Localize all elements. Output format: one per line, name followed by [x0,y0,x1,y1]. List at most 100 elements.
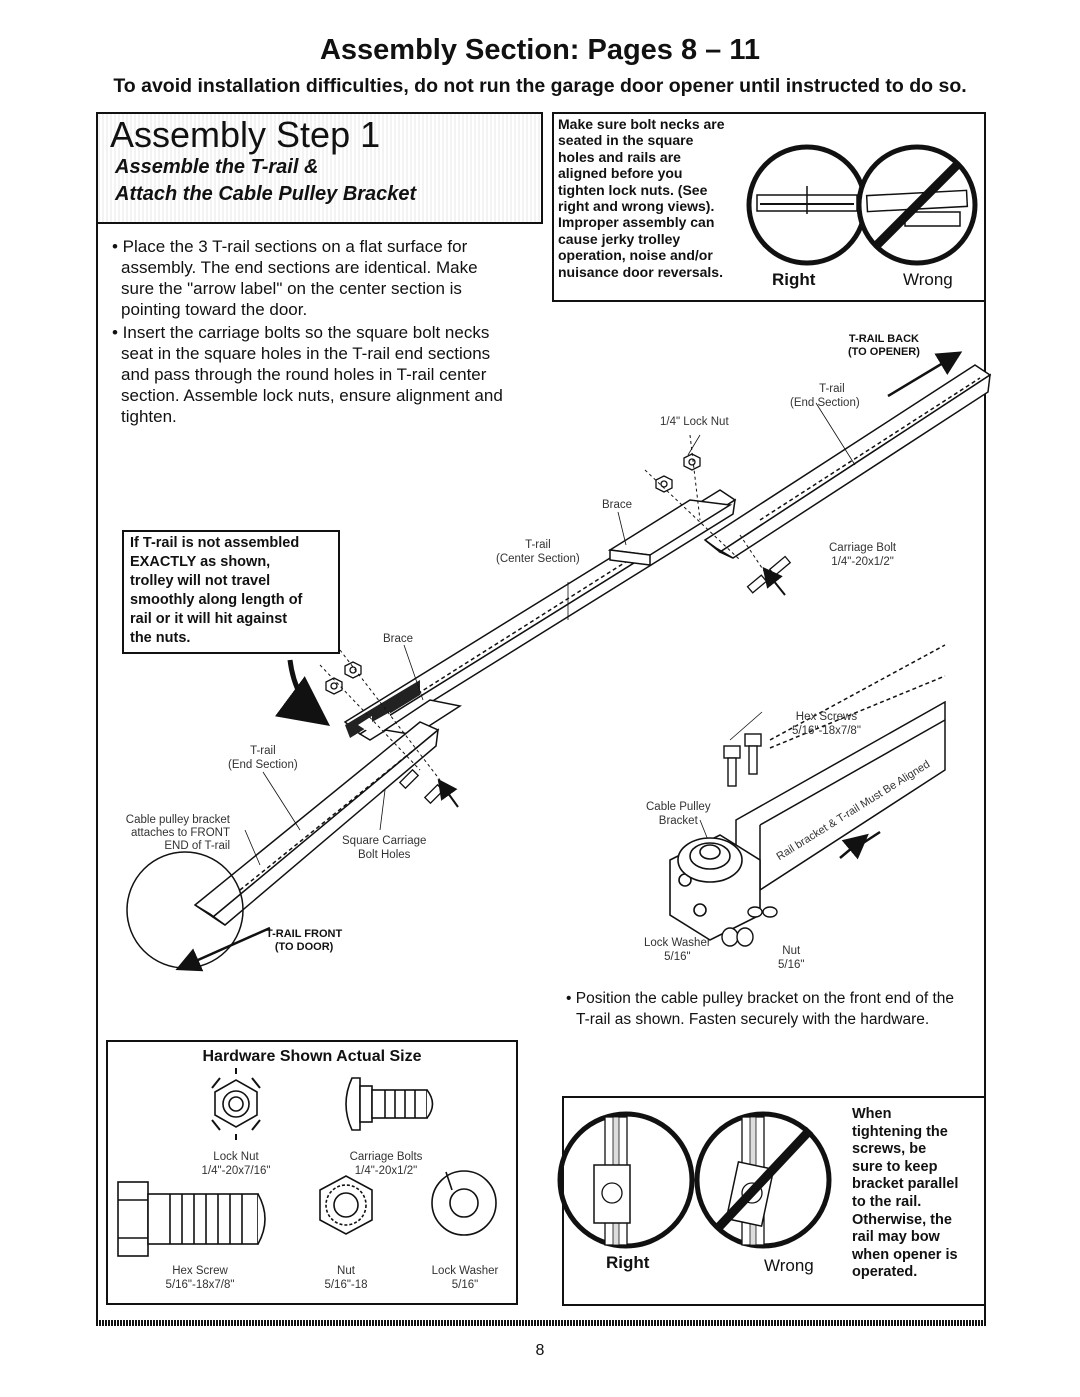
instr-line: sure the "arrow label" on the center sec… [121,279,462,298]
aligned-arrow [839,833,869,860]
label-line: Carriage Bolts [349,1151,423,1163]
label-pointer-arrow [274,659,331,726]
note-line: cause jerky trolley [558,230,681,247]
instr-line: • Insert the carriage bolts so the squar… [112,323,490,342]
label-line: (End Section) [228,759,298,771]
lock-washer-nut-icon [721,906,778,947]
label-line: Lock Washer [644,937,711,949]
rail-front-arrow [175,926,271,972]
bolt-right-label: Right [772,270,816,289]
position-note: • Position the cable pulley bracket on t… [566,988,954,1030]
label-line: T-rail [250,745,276,757]
cable-pulley-label: Cable Pulley Bracket [646,800,711,828]
trail-center-label: T-rail (Center Section) [496,538,580,566]
step-subtitle-line-1: Assemble the T-rail & [115,156,319,178]
position-line: T-rail as shown. Fasten securely with th… [576,1011,930,1028]
note-line: tightening the [852,1123,948,1140]
rail-front-label: T-RAIL FRONT (TO DOOR) [266,928,342,954]
note-line: When [852,1106,892,1122]
brace-top-label: Brace [602,499,633,511]
hardware-box [106,1040,518,1305]
rail-back-label: T-RAIL BACK (TO OPENER) [848,333,920,359]
note-line: sure to keep [852,1158,938,1175]
note-line: seated in the square [558,132,694,149]
lock-nut-label: 1/4" Lock Nut [660,416,729,428]
hardware-lock-nut-icon [211,1068,261,1140]
label-line: Cable pulley bracket [125,814,230,826]
label-line: T-rail [525,539,551,551]
trail-end-left-label: T-rail (End Section) [228,744,298,772]
bracket-note-text: When tightening the screws, be sure to k… [852,1106,958,1282]
instruction-2: • Insert the carriage bolts so the squar… [112,322,542,427]
label-line: Lock Nut [213,1151,259,1163]
label-line: T-RAIL FRONT [266,928,343,940]
label-line: Hex Screws [795,711,858,723]
note-line: nuisance door reversals. [558,263,723,280]
note-line: tighten lock nuts. (See [558,181,708,198]
label-line: T-rail [819,383,845,395]
instr-line: seat in the square holes in the T-rail e… [121,344,491,363]
note-line: screws, be [852,1141,927,1158]
caution-line: smoothly along length of [130,592,303,608]
instr-line: tighten. [121,407,177,426]
note-line: rail may bow [852,1229,940,1246]
instruction-1: • Place the 3 T-rail sections on a flat … [112,236,532,320]
trail-end-top-label: T-rail (End Section) [790,382,860,410]
label-line: Hex Screw [172,1265,228,1277]
label-line: Nut [337,1265,355,1277]
bottom-rule [96,1320,986,1326]
label-line: 5/16" [664,951,691,963]
label-line: Cable Pulley [646,801,711,813]
bracket-right-view-icon [557,1111,695,1249]
label-line: attaches to FRONT [130,827,230,839]
hardware-nut-label: Nut 5/16"-18 [306,1264,386,1292]
note-line: holes and rails are [558,148,681,165]
caution-text: If T-rail is not assembled EXACTLY as sh… [130,534,302,648]
nut-label: Nut 5/16" [778,944,804,972]
label-line: Square Carriage [342,835,427,847]
label-line: END of T-rail [164,840,230,852]
lock-nut-icon [325,453,701,695]
brace-mid-label: Brace [383,633,414,645]
section-title: Assembly Section: Pages 8 – 11 [319,34,761,66]
note-line: Make sure bolt necks are [558,116,725,132]
hardware-lock-nut-label: Lock Nut 1/4"-20x7/16" [182,1150,290,1178]
label-line: Lock Washer [431,1265,499,1277]
rail-end-section-bottom [193,721,440,926]
carriage-bolt-label: Carriage Bolt 1/4"-20x1/2" [829,541,896,569]
hex-screw-icon [723,733,762,787]
arrow-label [345,680,420,738]
label-line: T-RAIL BACK [848,333,919,345]
hardware-title: Hardware Shown Actual Size [202,1048,422,1065]
hardware-nut-icon [319,1175,373,1235]
bracket-wrong-label: Wrong [764,1256,814,1275]
hole-pointer-arrow [437,778,459,808]
brace-top [607,499,733,566]
step-header-box [96,112,543,224]
instr-line: assembly. The end sections are identical… [121,258,478,277]
bolt-wrong-view-icon [856,144,978,266]
caution-box [122,530,340,654]
hex-screws-label: Hex Screws 5/16"-18x7/8" [792,710,861,738]
hardware-carriage-bolt-icon [345,1077,434,1131]
label-line: 1/4"-20x1/2" [831,556,894,568]
caution-line: rail or it will hit against [130,611,288,627]
bracket-note-box [562,1096,986,1306]
note-line: Improper assembly can [558,214,715,231]
cable-pulley-bracket-icon [669,834,761,941]
label-line: Bolt Holes [357,849,411,861]
note-line: aligned before you [558,165,683,182]
step-title: Assembly Step 1 [110,114,381,155]
label-line: 5/16"-18x7/8" [792,725,861,737]
label-line: (TO OPENER) [848,346,920,358]
label-line: Nut [782,945,801,957]
bolt-note-box [552,112,986,302]
bracket-right-label: Right [606,1253,650,1272]
bolt-wrong-label: Wrong [903,270,953,289]
position-line: • Position the cable pulley bracket on t… [566,990,955,1007]
rail-back-arrow [887,351,963,398]
label-line: 1/4"-20x1/2" [354,1165,418,1177]
label-line: Bracket [658,815,698,827]
hardware-hex-screw-icon [117,1181,266,1257]
